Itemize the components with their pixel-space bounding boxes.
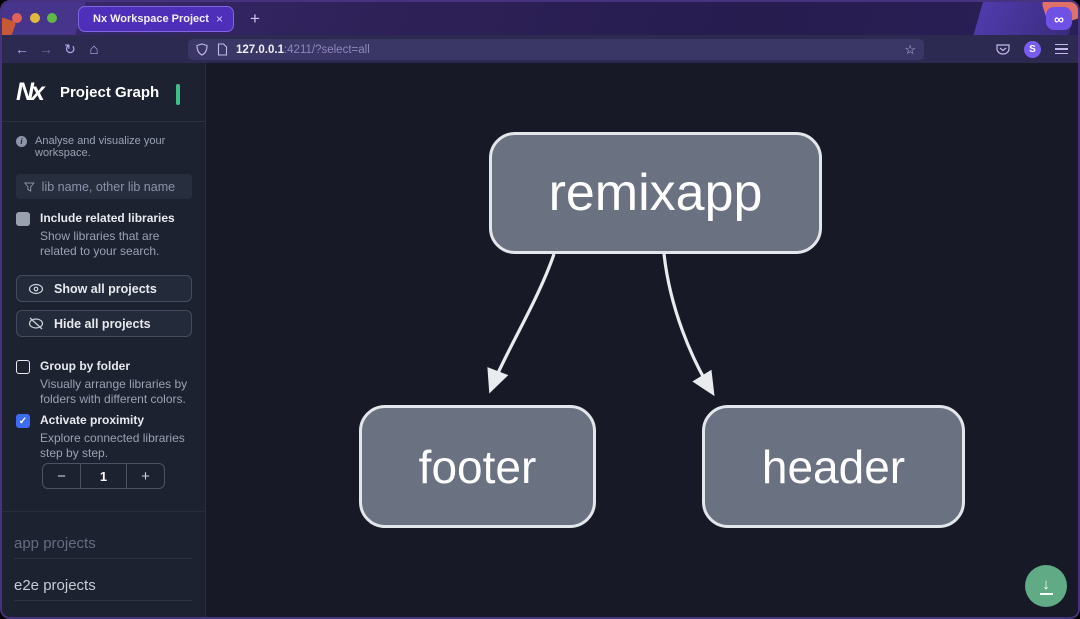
- browser-toolbar: ← → ↻ ⌂ 127.0.0.1:4211/?select=all ☆ S: [2, 35, 1078, 63]
- section-e2e-projects[interactable]: e2e projects: [14, 577, 192, 601]
- graph-canvas[interactable]: remixapp footer header ↓: [206, 63, 1078, 617]
- checkbox-group-by-folder[interactable]: Group by folder Visually arrange librari…: [16, 359, 194, 406]
- maximize-window-button[interactable]: [47, 13, 57, 23]
- eye-icon: [28, 283, 44, 294]
- account-avatar[interactable]: S: [1024, 40, 1041, 58]
- filter-icon: [24, 182, 35, 192]
- info-icon: i: [16, 136, 27, 147]
- download-icon: ↓: [1042, 575, 1050, 593]
- checkbox-description: Explore connected libraries step by step…: [40, 431, 185, 460]
- checkbox-icon[interactable]: [16, 212, 30, 226]
- edge-remixapp-header: [662, 253, 715, 397]
- graph-edges: [487, 253, 715, 397]
- back-button[interactable]: ←: [15, 41, 29, 57]
- checkbox-description: Show libraries that are related to your …: [40, 229, 160, 258]
- pocket-icon[interactable]: [996, 43, 1010, 56]
- browser-tab[interactable]: Nx Workspace Project Graph ×: [78, 6, 234, 32]
- proximity-stepper: − 1 +: [42, 463, 165, 489]
- url-text[interactable]: 127.0.0.1:4211/?select=all: [236, 44, 904, 56]
- search-box[interactable]: [16, 174, 192, 199]
- infinity-icon[interactable]: ∞: [1046, 7, 1072, 30]
- eye-off-icon: [28, 317, 44, 330]
- forward-button[interactable]: →: [39, 41, 53, 57]
- menu-icon[interactable]: [1055, 43, 1068, 55]
- bookmark-star-icon[interactable]: ☆: [904, 41, 916, 57]
- checkbox-label: Group by folder: [40, 359, 130, 373]
- monitor-icon: [176, 83, 191, 105]
- tab-close-icon[interactable]: ×: [215, 12, 223, 26]
- tagline: Analyse and visualize your workspace.: [35, 135, 166, 159]
- shield-icon[interactable]: [196, 43, 208, 56]
- button-label: Hide all projects: [54, 316, 151, 331]
- checkbox-icon[interactable]: ✓: [16, 414, 30, 428]
- new-tab-button[interactable]: +: [250, 9, 260, 28]
- show-all-projects-button[interactable]: Show all projects: [16, 275, 192, 302]
- home-button[interactable]: ⌂: [89, 40, 99, 58]
- graph-node-header[interactable]: header: [702, 405, 965, 528]
- page-content: Nx Project Graph i Analyse and visualize…: [2, 63, 1078, 617]
- download-image-button[interactable]: ↓: [1025, 565, 1067, 607]
- stepper-value: 1: [81, 464, 127, 488]
- url-host: 127.0.0.1: [236, 43, 284, 56]
- checkbox-icon[interactable]: [16, 360, 30, 374]
- url-bar[interactable]: 127.0.0.1:4211/?select=all ☆: [188, 39, 924, 60]
- graph-node-remixapp[interactable]: remixapp: [489, 132, 822, 254]
- nx-logo: Nx: [16, 77, 45, 106]
- section-app-projects[interactable]: app projects: [14, 535, 192, 559]
- minimize-window-button[interactable]: [30, 13, 40, 23]
- page-title: Project Graph: [59, 83, 160, 101]
- divider: [2, 511, 206, 512]
- url-path: :4211/?select=all: [283, 43, 370, 56]
- checkbox-description: Visually arrange libraries by folders wi…: [40, 377, 188, 406]
- increment-button[interactable]: +: [141, 467, 150, 485]
- checkbox-label: Include related libraries: [40, 211, 175, 225]
- page-icon[interactable]: [217, 43, 228, 56]
- sidebar: Nx Project Graph i Analyse and visualize…: [2, 63, 206, 617]
- workspace-info: i Analyse and visualize your workspace.: [2, 122, 205, 159]
- decrement-button[interactable]: −: [43, 464, 81, 488]
- close-window-button[interactable]: [12, 13, 22, 23]
- edge-remixapp-footer: [487, 253, 556, 394]
- graph-node-footer[interactable]: footer: [359, 405, 596, 528]
- reload-button[interactable]: ↻: [64, 40, 76, 57]
- checkbox-label: Activate proximity: [40, 413, 145, 427]
- hide-all-projects-button[interactable]: Hide all projects: [16, 310, 192, 337]
- button-label: Show all projects: [54, 281, 157, 296]
- tab-bar: Nx Workspace Project Graph × + ∞: [2, 2, 1078, 35]
- search-input[interactable]: [41, 179, 184, 194]
- toolbar-right: S: [996, 35, 1068, 63]
- checkbox-include-related[interactable]: Include related libraries Show libraries…: [16, 211, 194, 258]
- sidebar-header: Nx Project Graph: [2, 63, 205, 122]
- tab-title: Nx Workspace Project Graph: [93, 13, 210, 25]
- checkbox-activate-proximity[interactable]: ✓ Activate proximity Explore connected l…: [16, 413, 194, 460]
